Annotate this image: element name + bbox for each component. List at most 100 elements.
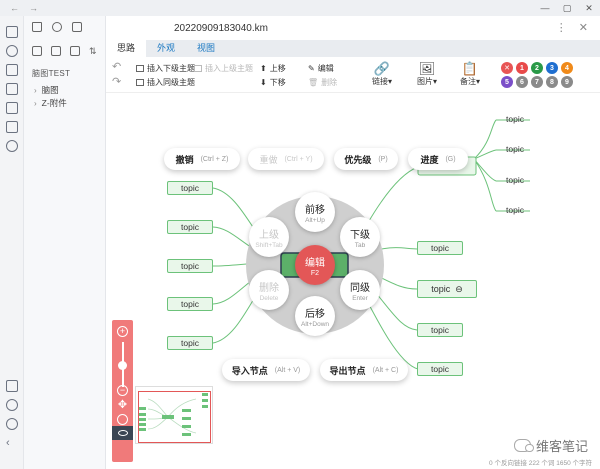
document-icon[interactable] [6, 102, 18, 114]
terminal-icon[interactable] [6, 121, 18, 133]
priority-8-icon[interactable]: 8 [546, 76, 558, 88]
tab-appearance[interactable]: 外观 [157, 43, 176, 53]
priority-7-icon[interactable]: 7 [531, 76, 543, 88]
parent-level-button[interactable]: 上级 Shift+Tab [249, 217, 289, 257]
sort-icon[interactable]: ⇅ [89, 46, 97, 56]
topic-node-left-2[interactable]: topic [167, 220, 213, 234]
search-icon[interactable] [52, 22, 62, 32]
home-icon[interactable] [32, 22, 42, 32]
priority-9-icon[interactable]: 9 [561, 76, 573, 88]
arrow-up-icon: ⬆ [260, 64, 267, 73]
note-icon: 📋 [461, 61, 479, 76]
settings-icon[interactable] [6, 418, 18, 430]
activity-bar: ‹ [0, 16, 24, 469]
topic-node-left-3[interactable]: topic [167, 259, 213, 273]
edit-button[interactable]: ✎ 编辑 [308, 64, 334, 73]
delete-node-button[interactable]: 删除 Delete [249, 270, 289, 310]
edit-node-button[interactable]: 编辑 F2 [295, 245, 335, 285]
maximize-button[interactable]: ▢ [562, 2, 572, 13]
minimize-button[interactable]: — [540, 3, 550, 13]
pencil-icon: ✎ [308, 64, 315, 73]
topic-node-right-2[interactable]: topic [417, 323, 463, 337]
move-forward-button[interactable]: 前移 Alt+Up [295, 192, 335, 232]
delete-button[interactable]: 🗑 删除 [308, 78, 338, 87]
move-backward-button[interactable]: 后移 Alt+Down [295, 296, 335, 336]
collapse-icon[interactable]: ‹ [6, 437, 10, 449]
nav-back-icon[interactable]: ← [10, 3, 19, 13]
topic-node-right-3[interactable]: topic [417, 362, 463, 376]
new-note-icon[interactable] [32, 46, 42, 56]
ribbon-tabs: 思路 外观 视图 [106, 40, 600, 57]
move-down-button[interactable]: ⬇ 下移 [260, 78, 286, 87]
folder-icon[interactable] [70, 46, 80, 56]
priority-2-icon[interactable]: 2 [531, 62, 543, 74]
link-button[interactable]: 🔗 链接▾ [372, 61, 393, 86]
topic-node-top-1[interactable]: topic [506, 114, 524, 124]
priority-5-icon[interactable]: 5 [501, 76, 513, 88]
redo-icon[interactable]: ↷ [112, 76, 122, 88]
topic-node-top-2[interactable]: topic [506, 144, 524, 154]
tab-view[interactable]: 视图 [197, 43, 216, 53]
star-icon[interactable] [72, 22, 82, 32]
workspace-title: 脑图TEST [32, 69, 71, 78]
canvas-icon[interactable] [6, 83, 18, 95]
toolbar: ↶ ↷ 插入下级主题 插入上级主题 插入同级主题 ⬆ 上移 ⬇ 下移 ✎ 编辑 … [106, 57, 600, 93]
child-level-button[interactable]: 下级 Tab [340, 217, 380, 257]
import-node-button[interactable]: 导入节点 (Alt + V) [222, 359, 310, 381]
close-tab-icon[interactable]: ✕ [578, 22, 588, 34]
clear-priority-icon[interactable]: ✕ [501, 62, 513, 74]
watermark: 维客笔记 [513, 436, 588, 455]
help-icon[interactable] [6, 399, 18, 411]
insert-child-button[interactable]: 插入下级主题 [136, 63, 195, 74]
tree-item-mindmap[interactable]: › 脑图 [34, 85, 59, 95]
tab-header: 20220909183040.km ⋮ ✕ [106, 16, 600, 40]
locate-icon[interactable] [117, 414, 128, 425]
smile-icon[interactable] [6, 140, 18, 152]
calendar-icon[interactable] [6, 64, 18, 76]
toggle-minimap-button[interactable] [112, 426, 133, 440]
redo-action-button[interactable]: 重做 (Ctrl + Y) [248, 148, 324, 170]
sibling-level-button[interactable]: 同级 Enter [340, 270, 380, 310]
topic-node-left-1[interactable]: topic [167, 181, 213, 195]
vault-icon[interactable] [6, 380, 18, 392]
export-node-button[interactable]: 导出节点 (Alt + C) [320, 359, 408, 381]
image-button[interactable]: 🖼 图片▾ [417, 61, 438, 86]
minimap-viewport[interactable] [138, 391, 211, 443]
progress-action-button[interactable]: 进度 (G) [408, 148, 468, 170]
zoom-out-icon[interactable]: − [117, 385, 128, 396]
topic-node-top-3[interactable]: topic [506, 175, 524, 185]
nav-forward-icon[interactable]: → [29, 3, 38, 13]
topic-node-left-4[interactable]: topic [167, 297, 213, 311]
undo-icon[interactable]: ↶ [112, 61, 122, 73]
eye-icon [117, 430, 128, 436]
note-button[interactable]: 📋 备注▾ [460, 61, 481, 86]
insert-child-icon [136, 65, 144, 72]
topic-node-right-1[interactable]: topic [417, 241, 463, 255]
topic-node-left-5[interactable]: topic [167, 336, 213, 350]
move-up-button[interactable]: ⬆ 上移 [260, 64, 286, 73]
minimap[interactable] [135, 386, 213, 444]
priority-4-icon[interactable]: 4 [561, 62, 573, 74]
move-canvas-icon[interactable]: ✥ [117, 399, 128, 411]
insert-parent-button[interactable]: 插入上级主题 [194, 63, 253, 74]
topic-node-top-4[interactable]: topic [506, 205, 524, 215]
graph-icon[interactable] [6, 45, 18, 57]
undo-action-button[interactable]: 撤销 (Ctrl + Z) [164, 148, 240, 170]
more-options-icon[interactable]: ⋮ [555, 22, 567, 34]
tree-item-attachments[interactable]: › Z-附件 [34, 98, 67, 108]
new-folder-icon[interactable] [51, 46, 61, 56]
priority-action-button[interactable]: 优先级 (P) [334, 148, 398, 170]
insert-parent-icon [194, 65, 202, 72]
priority-1-icon[interactable]: 1 [516, 62, 528, 74]
priority-3-icon[interactable]: 3 [546, 62, 558, 74]
files-icon[interactable] [6, 26, 18, 38]
topic-node-right-link[interactable]: topic ⊖ [417, 280, 477, 298]
zoom-slider-handle[interactable] [118, 361, 127, 370]
close-window-button[interactable]: ✕ [585, 2, 593, 13]
priority-6-icon[interactable]: 6 [516, 76, 528, 88]
insert-sibling-icon [136, 79, 144, 86]
tab-ideas[interactable]: 思路 [106, 40, 147, 57]
link-icon: 🔗 [373, 61, 391, 76]
insert-sibling-button[interactable]: 插入同级主题 [136, 77, 195, 88]
zoom-in-icon[interactable]: + [117, 326, 128, 337]
